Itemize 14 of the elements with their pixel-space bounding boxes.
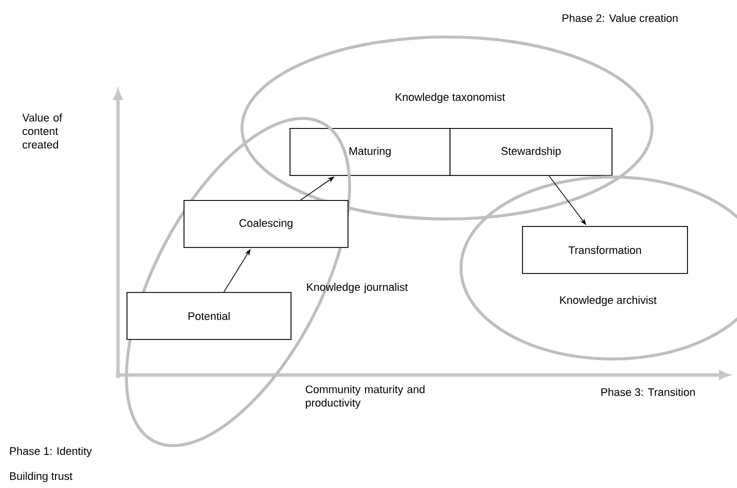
axis-label: Value of content created <box>22 114 62 148</box>
phase-label: Phase 3: Transition <box>601 388 695 396</box>
stage-box: Potential <box>126 292 292 340</box>
stage-box: Maturing <box>290 128 450 176</box>
role-label: Knowledge taxonomist <box>396 92 506 104</box>
phase-label: Phase 1: Identity <box>10 446 92 458</box>
stage-box: Coalescing <box>184 200 348 248</box>
stage-box: Stewardship <box>450 128 612 176</box>
axis-label: Community maturity and productivity <box>306 385 424 409</box>
role-label: Knowledge journalist <box>307 282 408 294</box>
stage-box: Transformation <box>522 226 688 274</box>
phase-label: Building trust <box>10 472 72 482</box>
phase-label: Phase 2: Value creation <box>562 14 678 22</box>
role-label: Knowledge archivist <box>560 296 657 306</box>
